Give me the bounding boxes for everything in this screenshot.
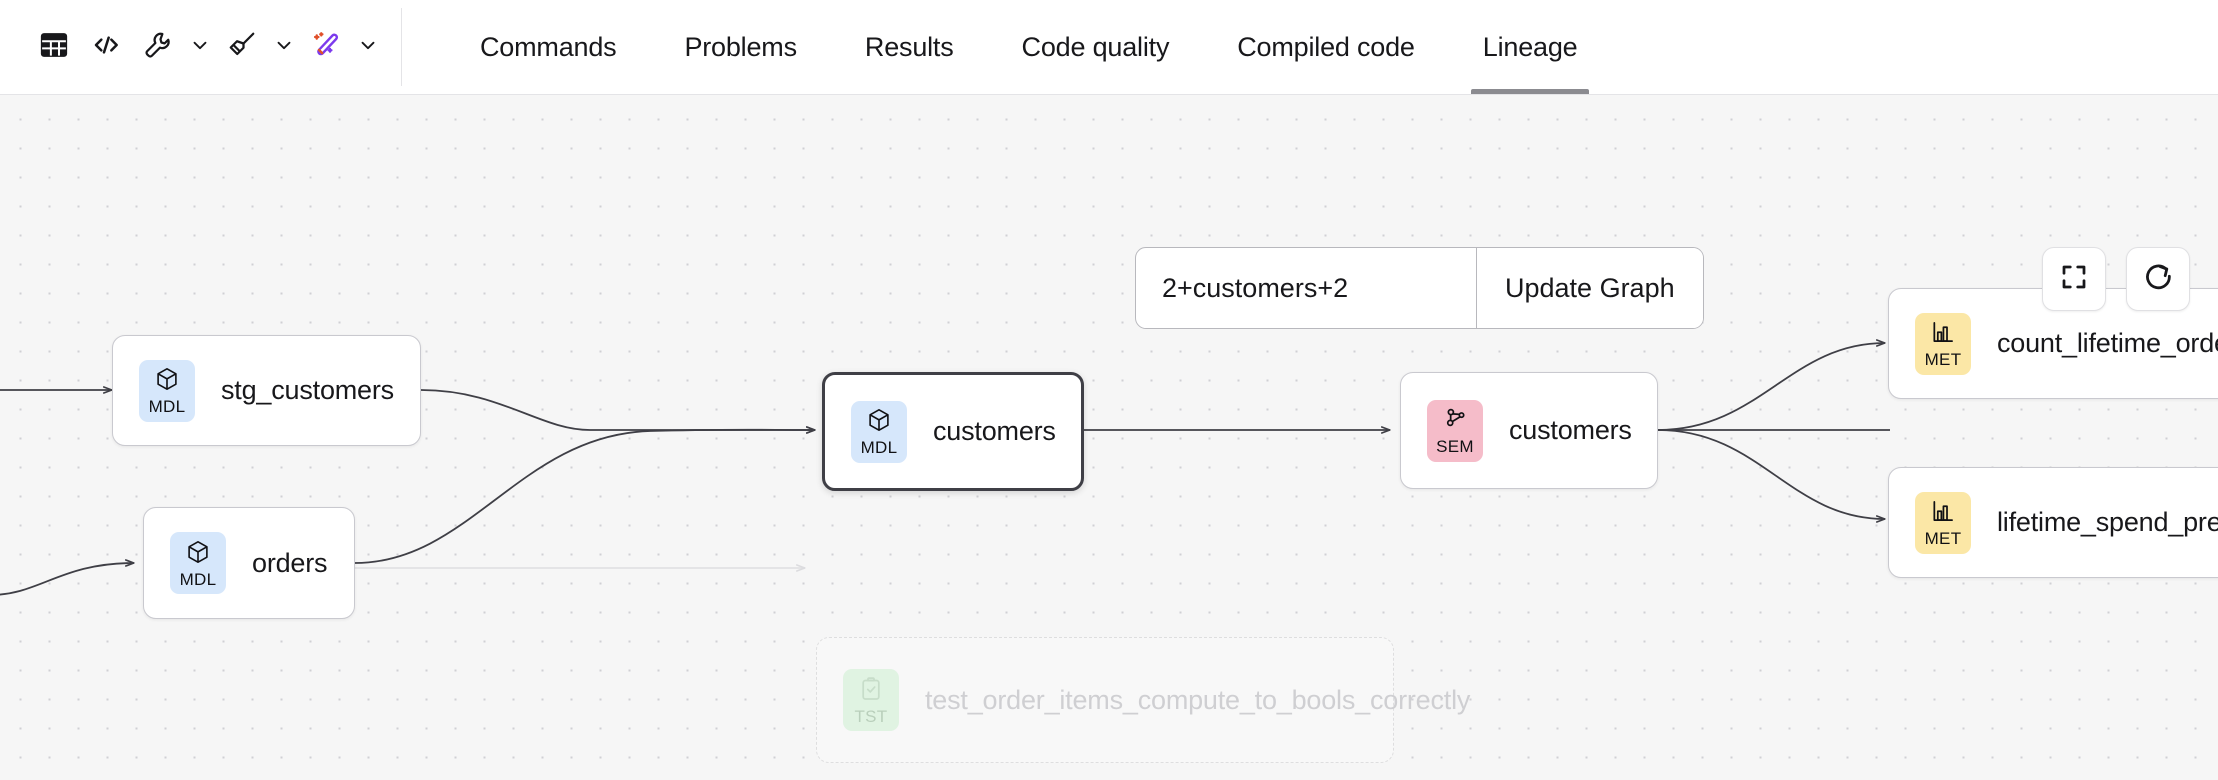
top-bar: Commands Problems Results Code quality C… (0, 0, 2218, 95)
refresh-button[interactable] (2126, 247, 2190, 311)
format-group (216, 21, 300, 73)
node-type-badge-sem: SEM (1427, 399, 1483, 462)
node-label: customers (1509, 415, 1632, 445)
node-label: count_lifetime_orders (1997, 328, 2218, 358)
badge-text: TST (854, 706, 888, 726)
tools-chevron-button[interactable] (184, 21, 216, 73)
magic-wand-icon (311, 30, 341, 65)
tab-code-quality[interactable]: Code quality (988, 0, 1204, 94)
node-type-badge-met: MET (1915, 312, 1971, 375)
node-type-badge-met: MET (1915, 491, 1971, 554)
semantic-graph-icon (1442, 406, 1468, 437)
badge-text: MDL (148, 397, 186, 416)
node-type-badge-mdl: MDL (851, 400, 907, 463)
code-brackets-icon (90, 29, 122, 66)
format-chevron-button[interactable] (268, 21, 300, 73)
code-view-button[interactable] (80, 21, 132, 73)
ai-assist-group (300, 21, 384, 73)
tab-label: Compiled code (1237, 31, 1415, 62)
tab-label: Results (864, 31, 954, 62)
lineage-node-lifetime-spend-pretax[interactable]: MET lifetime_spend_pretax (1888, 467, 2218, 578)
table-grid-icon (39, 30, 69, 65)
bar-chart-icon (1930, 498, 1956, 529)
node-type-badge-mdl: MDL (139, 359, 195, 422)
node-type-badge-tst: TST (843, 669, 899, 731)
wrench-icon (143, 30, 173, 65)
badge-text: SEM (1436, 437, 1474, 456)
cube-icon (154, 366, 180, 397)
ai-assist-button[interactable] (300, 21, 352, 73)
icon-toolbar (0, 0, 402, 94)
tab-bar: Commands Problems Results Code quality C… (402, 0, 1611, 94)
tab-label: Problems (684, 31, 797, 62)
node-label: stg_customers (221, 375, 394, 405)
lineage-node-test-order-items: TST test_order_items_compute_to_bools_co… (816, 637, 1471, 763)
tools-group (132, 21, 216, 73)
tab-problems[interactable]: Problems (650, 0, 830, 94)
fit-view-button[interactable] (2042, 247, 2106, 311)
fit-view-icon (2059, 262, 2089, 297)
tab-label: Commands (480, 31, 617, 62)
node-type-badge-mdl: MDL (170, 532, 226, 594)
node-label: lifetime_spend_pretax (1997, 507, 2218, 537)
tab-label: Code quality (1021, 31, 1170, 62)
tab-results[interactable]: Results (831, 0, 988, 94)
clipboard-check-icon (858, 676, 884, 707)
lineage-node-customers-semantic[interactable]: SEM customers (1400, 372, 1658, 489)
node-label: test_order_items_compute_to_bools_correc… (925, 684, 1471, 715)
tab-label: Lineage (1482, 31, 1578, 62)
broom-icon (227, 30, 257, 65)
canvas-controls (2042, 247, 2190, 311)
refresh-icon (2142, 261, 2174, 298)
cube-icon (185, 539, 211, 570)
badge-text: MDL (860, 438, 898, 457)
chevron-down-icon (189, 34, 211, 61)
chevron-down-icon (357, 34, 379, 61)
tab-lineage[interactable]: Lineage (1449, 0, 1612, 94)
table-view-button[interactable] (28, 21, 80, 73)
update-graph-button[interactable]: Update Graph (1476, 248, 1703, 328)
lineage-node-stg-customers[interactable]: MDL stg_customers (112, 335, 421, 446)
node-label: orders (252, 547, 328, 578)
tab-commands[interactable]: Commands (446, 0, 650, 94)
chevron-down-icon (273, 34, 295, 61)
bar-chart-icon (1930, 319, 1956, 350)
tools-button[interactable] (132, 21, 184, 73)
ai-assist-chevron-button[interactable] (352, 21, 384, 73)
format-button[interactable] (216, 21, 268, 73)
tab-compiled-code[interactable]: Compiled code (1203, 0, 1449, 94)
lineage-canvas[interactable]: Update Graph (0, 95, 2218, 780)
cube-icon (866, 407, 892, 438)
graph-selector-input[interactable] (1136, 248, 1476, 328)
badge-text: MET (1924, 529, 1962, 548)
lineage-node-customers-model[interactable]: MDL customers (822, 372, 1084, 491)
badge-text: MDL (179, 569, 217, 589)
badge-text: MET (1924, 350, 1962, 369)
graph-controls: Update Graph (1135, 247, 1704, 329)
node-label: customers (933, 416, 1056, 446)
lineage-node-orders[interactable]: MDL orders (143, 507, 355, 619)
